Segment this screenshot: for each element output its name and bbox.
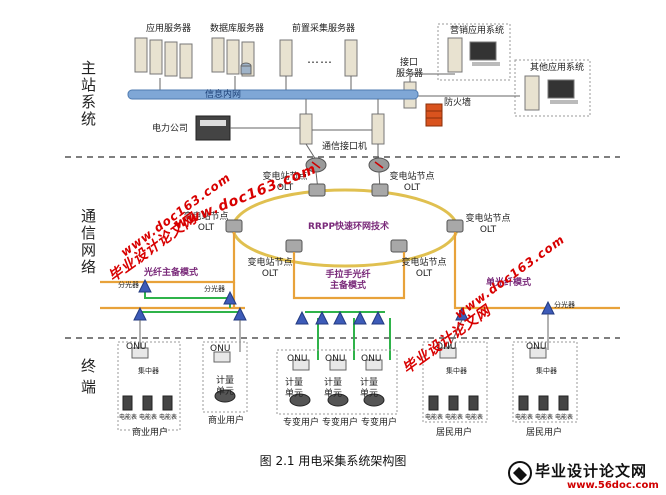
onu-label-1: ONU [126,342,147,352]
meter-label-2: 电能表 [139,414,158,421]
resident-user-label-1: 居民用户 [436,428,473,438]
meter-label-7: 电能表 [515,414,534,421]
olt-node-bottom-right [390,239,408,253]
meter-label-4: 电能表 [425,414,444,421]
concentrator-label-1: 集中器 [138,367,159,375]
other-system-box [514,59,591,117]
special-user-label-3: 专变用户 [361,418,398,428]
single-fiber-mode-label: 单光纤模式 [486,278,532,288]
concentrator-label-2: 集中器 [446,367,467,375]
onu-label-2: ONU [210,344,231,354]
splitter-label-2: 分光器 [204,285,225,293]
logo-icon [508,461,532,485]
comm-interface-label: 通信接口机 [322,142,368,152]
meter-label-3: 电能表 [159,414,178,421]
figure-caption: 图 2.1 用电采集系统架构图 [259,454,407,468]
firewall-shape [425,103,443,127]
lan-label: 信息内网 [205,90,242,100]
splitter-label-1: 分光器 [118,281,139,289]
commercial-box-2 [202,341,248,413]
marketing-box [437,23,511,81]
resident-box-2 [512,341,578,423]
firewall-label: 防火墙 [444,98,472,108]
power-company-device [195,115,231,141]
splitter-1 [138,278,152,293]
site-logo: 毕业设计论文网 www.56doc.com [505,458,665,494]
splitter-7 [333,310,347,325]
resident-box-1 [422,341,488,423]
olt-node-right [446,219,464,233]
special-user-label-2: 专变用户 [322,418,359,428]
onu-label-7: ONU [526,342,547,352]
commercial-user-label-2: 商业用户 [208,416,245,426]
olt-node-bottom-left [285,239,303,253]
front-server-label: 前置采集服务器 [292,24,356,34]
db-server-label: 数据库服务器 [210,24,265,34]
special-user-label-1: 专变用户 [283,418,320,428]
meter-unit-label-3: 计量单元 [323,378,342,399]
front-server-group [279,39,358,77]
special-user-box [276,349,398,415]
olt-node-top-left [308,183,326,197]
power-company-label: 电力公司 [152,124,189,134]
hand-fiber-mode-label: 手拉手光纤 主备模式 [325,270,371,291]
olt-label-top-left: 变电站节点 OLT [262,172,308,193]
onu-label-6: ONU [436,342,457,352]
interface-server-label-1: 接口 [400,58,419,68]
section-label-terminal: 终端 [79,358,97,400]
splitter-5 [295,310,309,325]
lan-bar [127,89,419,100]
splitter-4 [233,306,247,321]
onu-label-3: ONU [287,354,308,364]
logo-main-text: 毕业设计论文网 [535,462,648,480]
interface-server-label-2: 服务器 [396,69,424,79]
meter-label-9: 电能表 [555,414,574,421]
olt-label-top-right: 变电站节点 OLT [389,172,435,193]
splitter-9 [371,310,385,325]
olt-node-top-right [371,183,389,197]
app-server-label: 应用服务器 [146,24,192,34]
commercial-box-1 [117,341,181,431]
olt-label-bottom-right: 变电站节点 OLT [401,258,447,279]
rrpp-label: RRPP快速环网技术 [308,222,390,232]
olt-label-right: 变电站节点 OLT [465,214,511,235]
olt-label-bottom-left: 变电站节点 OLT [247,258,293,279]
meter-label-5: 电能表 [445,414,464,421]
onu-label-5: ONU [361,354,382,364]
commercial-user-label-1: 商业用户 [132,428,169,438]
section-label-comm: 通信网络 [79,208,97,276]
splitter-8 [353,310,367,325]
meter-unit-label-2: 计量单元 [284,378,303,399]
splitter-label-3: 分光器 [554,301,575,309]
server-ellipsis: …… [307,52,333,66]
meter-label-1: 电能表 [119,414,138,421]
splitter-6 [315,310,329,325]
other-system-label: 其他应用系统 [530,63,585,73]
concentrator-label-3: 集中器 [536,367,557,375]
meter-unit-label-4: 计量单元 [359,378,378,399]
logo-url-text: www.56doc.com [567,480,659,491]
db-server-group [211,37,255,77]
meter-label-8: 电能表 [535,414,554,421]
resident-user-label-2: 居民用户 [526,428,563,438]
marketing-system-label: 营销应用系统 [450,26,505,36]
splitter-2 [223,290,237,305]
splitter-3 [133,306,147,321]
fiber-mode-label: 光纤主备模式 [144,268,199,278]
onu-label-4: ONU [325,354,346,364]
meter-unit-label-1: 计量单元 [215,376,234,397]
meter-label-6: 电能表 [465,414,484,421]
olt-label-left: 变电站节点 OLT [183,212,229,233]
app-server-group [134,37,193,79]
section-label-master: 主站系统 [79,60,97,128]
